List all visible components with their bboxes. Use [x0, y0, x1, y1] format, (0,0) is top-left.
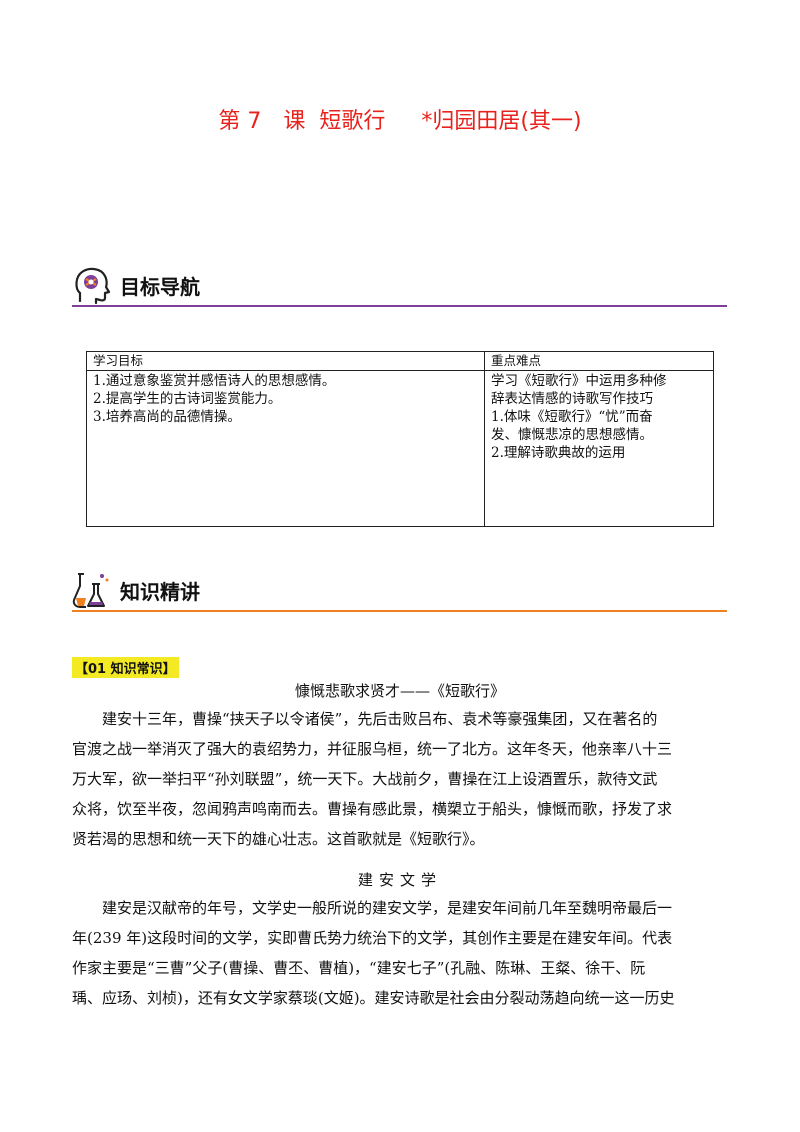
paragraph: 建安是汉献帝的年号，文学史一般所说的建安文学，是建安年间前几年至魏明帝最后一 年… [72, 893, 728, 1013]
section-goal-navigation: 目标导航 [72, 265, 727, 307]
paragraph-line: 官渡之战一举消灭了强大的袁绍势力，并征服乌桓，统一了北方。这年冬天，他亲率八十三 [72, 740, 673, 758]
paragraph-line: 万大军，欲一举扫平“孙刘联盟”，统一天下。大战前夕，曹操在江上设酒置乐，款待文武 [72, 770, 658, 788]
table-row: 1.通过意象鉴赏并感悟诗人的思想感情。 2.提高学生的古诗词鉴赏能力。 3.培养… [86, 370, 714, 527]
goals-table: 学习目标 重点难点 1.通过意象鉴赏并感悟诗人的思想感情。 2.提高学生的古诗词… [86, 351, 714, 527]
section-divider [72, 305, 727, 307]
objective-item: 2.提高学生的古诗词鉴赏能力。 [93, 391, 282, 407]
paragraph-line: 作家主要是“三曹”父子(曹操、曹丕、曹植)，“建安七子”(孔融、陈琳、王粲、徐干… [72, 959, 646, 977]
key-point-line: 学习《短歌行》中运用多种修 [491, 373, 667, 389]
key-point-line: 2.理解诗歌典故的运用 [491, 445, 626, 461]
paragraph-line: 建安十三年，曹操“挟天子以令诸侯”，先后击败吕布、袁术等豪强集团，又在著名的 [72, 710, 658, 728]
table-header-row: 学习目标 重点难点 [86, 351, 714, 371]
paragraph-line: 年(239 年)这段时间的文学，实即曹氏势力统治下的文学，其创作主要是在建安年间… [72, 929, 673, 947]
flask-icon [72, 573, 109, 608]
table-header: 重点难点 [484, 351, 714, 371]
paragraph: 建安十三年，曹操“挟天子以令诸侯”，先后击败吕布、袁术等豪强集团，又在著名的 官… [72, 704, 728, 854]
objective-item: 3.培养高尚的品德情操。 [93, 409, 241, 425]
key-points-cell: 学习《短歌行》中运用多种修 辞表达情感的诗歌写作技巧 1.体味《短歌行》“忧”而… [484, 370, 714, 527]
paragraph-line: 建安是汉献帝的年号，文学史一般所说的建安文学，是建安年间前几年至魏明帝最后一 [72, 899, 673, 917]
section-title: 目标导航 [120, 275, 200, 299]
objective-item: 1.通过意象鉴赏并感悟诗人的思想感情。 [93, 373, 336, 389]
knowledge-tag: 【01 知识常识】 [72, 657, 179, 678]
section-title: 知识精讲 [120, 580, 200, 604]
key-point-line: 1.体味《短歌行》“忧”而奋 [491, 409, 653, 425]
objectives-cell: 1.通过意象鉴赏并感悟诗人的思想感情。 2.提高学生的古诗词鉴赏能力。 3.培养… [86, 370, 485, 527]
subtitle: 慷慨悲歌求贤才——《短歌行》 [294, 682, 505, 700]
paragraph-line: 众将，饮至半夜，忽闻鸦声鸣南而去。曹操有感此景，横槊立于船头，慷慨而歌，抒发了求 [72, 800, 673, 818]
subtitle: 建安文学 [357, 871, 442, 889]
lesson-title: 第 7 课 短歌行 *归园田居(其一) [218, 109, 582, 134]
paragraph-line: 贤若渴的思想和统一天下的雄心壮志。这首歌就是《短歌行》。 [72, 830, 485, 848]
table-header: 学习目标 [86, 351, 485, 371]
key-point-line: 发、慷慨悲凉的思想感情。 [491, 427, 653, 443]
paragraph-line: 瑀、应玚、刘桢)，还有女文学家蔡琰(文姬)。建安诗歌是社会由分裂动荡趋向统一这一… [72, 989, 675, 1007]
key-point-line: 辞表达情感的诗歌写作技巧 [491, 391, 653, 407]
section-knowledge: 知识精讲 [72, 570, 727, 612]
section-divider [72, 610, 727, 612]
head-brain-icon [75, 267, 111, 305]
